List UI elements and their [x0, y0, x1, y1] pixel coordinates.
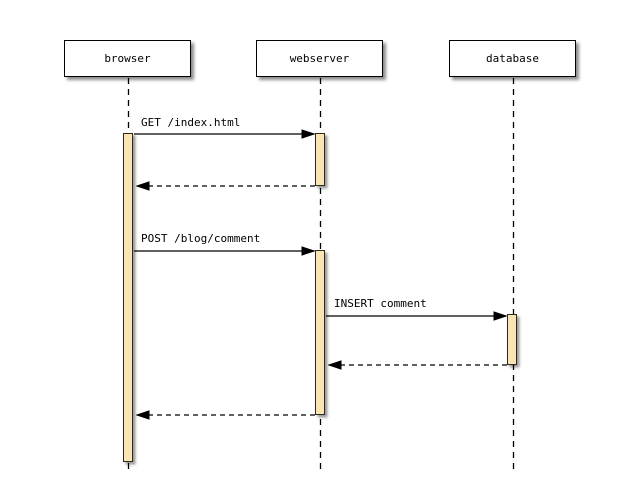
activation-bar-webserver-2 [315, 250, 325, 415]
activation-bar-browser [123, 133, 133, 462]
message-label-get-index: GET /index.html [141, 116, 241, 129]
actor-label-browser: browser [104, 52, 151, 65]
actor-label-database: database [486, 52, 539, 65]
activation-bar-webserver-1 [315, 133, 325, 186]
actor-box-browser: browser [64, 40, 191, 77]
activation-bar-database [507, 314, 517, 365]
message-label-post-comment: POST /blog/comment [141, 232, 261, 245]
actor-label-webserver: webserver [289, 52, 350, 65]
actor-box-database: database [449, 40, 576, 77]
message-label-insert-comment: INSERT comment [334, 297, 427, 310]
actor-box-webserver: webserver [256, 40, 383, 77]
